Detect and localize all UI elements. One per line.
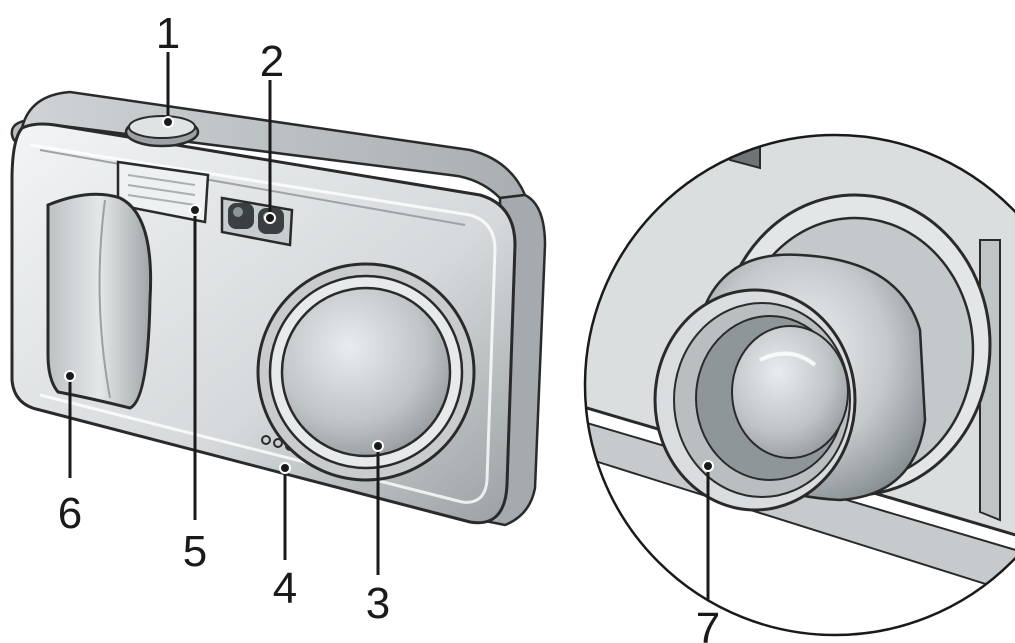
callout-2-label: 2 xyxy=(260,37,284,86)
callout-2: 2 xyxy=(260,37,284,224)
callout-7-label: 7 xyxy=(696,604,720,643)
callout-4: 4 xyxy=(273,462,297,613)
callout-3-label: 3 xyxy=(366,579,390,628)
callout-1: 1 xyxy=(156,9,180,128)
callout-3: 3 xyxy=(366,440,390,628)
callout-7: 7 xyxy=(696,460,720,643)
callout-5: 5 xyxy=(183,204,207,576)
flash-window xyxy=(116,160,210,224)
shutter-button xyxy=(124,115,200,148)
callout-6: 6 xyxy=(58,370,82,538)
lens xyxy=(256,262,476,482)
grip xyxy=(46,192,153,410)
callout-4-label: 4 xyxy=(273,564,297,613)
callout-1-label: 1 xyxy=(156,9,180,58)
callout-5-label: 5 xyxy=(183,527,207,576)
lens-detail-zoom xyxy=(583,133,1015,637)
callout-6-label: 6 xyxy=(58,489,82,538)
